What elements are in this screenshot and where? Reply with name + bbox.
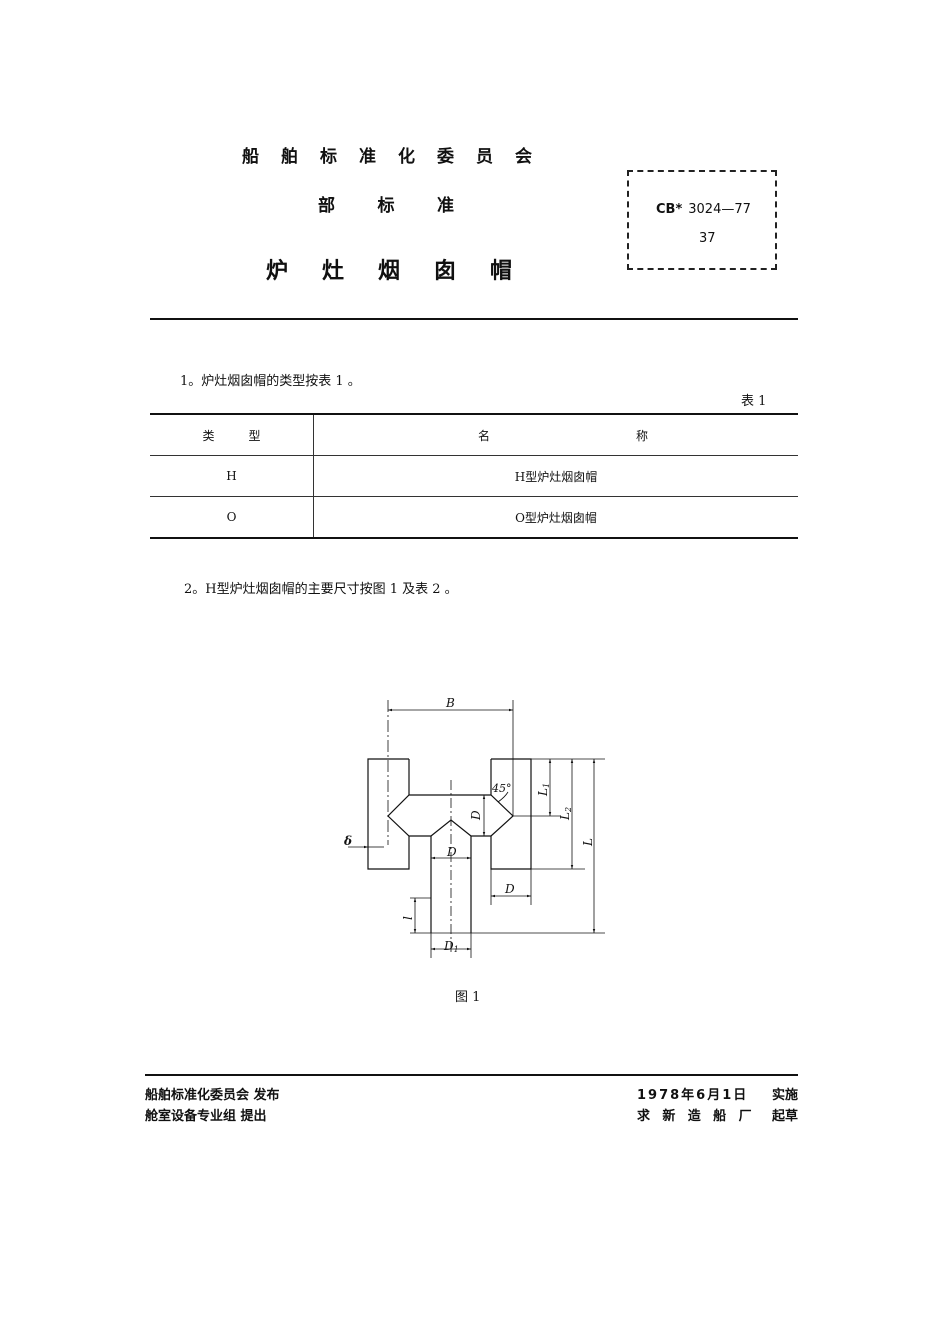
title-char: 帽: [489, 259, 512, 284]
drafter-char: 新: [662, 1109, 676, 1124]
title-char: 灶: [321, 259, 344, 284]
heading-char: 委: [437, 147, 454, 167]
drafter-char: 求: [637, 1109, 651, 1124]
table-header-row: 类 型 名 称: [150, 413, 798, 456]
cell-name: H型炉灶烟囱帽: [313, 455, 798, 497]
cell-type: H: [150, 455, 314, 497]
section1-text: 1。炉灶烟囱帽的类型按表 1 。: [180, 374, 361, 389]
document-title: 炉 灶 烟 囱 帽: [266, 253, 512, 285]
footer-divider: [145, 1074, 798, 1076]
heading-char: 部: [318, 196, 335, 216]
label-D-pipe: D: [446, 845, 457, 859]
label-L2: L2: [558, 807, 573, 821]
label-D1: D1: [443, 939, 459, 954]
table1-label: 表 1: [741, 394, 767, 409]
section2-text: 2。H型炉灶烟囱帽的主要尺寸按图 1 及表 2 。: [184, 582, 458, 597]
code-number: 3024—77: [688, 202, 751, 217]
heading-char: 化: [398, 147, 415, 167]
label-L1: L1: [536, 783, 551, 797]
drafter-label: 起草: [771, 1109, 798, 1124]
header-divider: [150, 318, 798, 320]
page-number: 37: [699, 231, 716, 246]
code-prefix: CB*: [656, 202, 683, 217]
effective-label: 实施: [771, 1088, 798, 1103]
drafter-char: 厂: [738, 1109, 752, 1124]
header-char: 名: [478, 428, 491, 443]
label-45deg: 45°: [491, 782, 512, 795]
figure-caption: 图 1: [455, 990, 481, 1005]
label-D-side: D: [504, 882, 515, 896]
heading-char: 准: [437, 196, 454, 216]
standard-level-heading: 部 标 准: [318, 191, 454, 216]
heading-char: 准: [359, 147, 376, 167]
cell-name: O型炉灶烟囱帽: [313, 496, 798, 539]
header-name: 名 称: [313, 413, 798, 456]
drafter-char: 船: [713, 1109, 727, 1124]
label-delta: δ: [343, 834, 352, 848]
title-char: 炉: [266, 259, 289, 284]
heading-char: 会: [515, 147, 532, 167]
cell-type: O: [150, 496, 314, 539]
header-char: 型: [248, 428, 261, 443]
header-char: 类: [202, 428, 215, 443]
table-row: H H型炉灶烟囱帽: [150, 455, 798, 497]
standard-code-box: CB* 3024—77 37: [627, 170, 777, 270]
label-l: l: [401, 916, 415, 920]
heading-char: 船: [242, 147, 259, 167]
heading-char: 员: [476, 147, 493, 167]
header-char: 称: [635, 428, 648, 443]
footer-proposer: 舱室设备专业组 提出: [145, 1109, 267, 1124]
heading-char: 舶: [281, 147, 298, 167]
effective-date: 1978年6月1日: [637, 1088, 749, 1103]
drafter-char: 造: [687, 1109, 701, 1124]
footer-effective-date: 1978年6月1日 实施: [637, 1084, 798, 1103]
title-char: 烟: [377, 259, 400, 284]
heading-char: 标: [320, 147, 337, 167]
label-D-body: D: [469, 810, 483, 821]
standard-code: CB* 3024—77: [656, 202, 751, 217]
label-L: L: [581, 838, 595, 847]
header-type: 类 型: [150, 413, 314, 456]
committee-heading: 船 舶 标 准 化 委 员 会: [242, 142, 532, 167]
footer-publisher: 船舶标准化委员会 发布: [145, 1088, 280, 1103]
heading-char: 标: [377, 196, 395, 216]
title-char: 囱: [433, 259, 456, 284]
label-B: B: [445, 696, 455, 710]
footer-drafter: 求 新 造 船 厂 起草: [637, 1105, 798, 1124]
type-table: 类 型 名 称 H H型炉灶烟囱帽 O O型炉灶烟囱帽: [150, 413, 798, 539]
table-row: O O型炉灶烟囱帽: [150, 496, 798, 539]
